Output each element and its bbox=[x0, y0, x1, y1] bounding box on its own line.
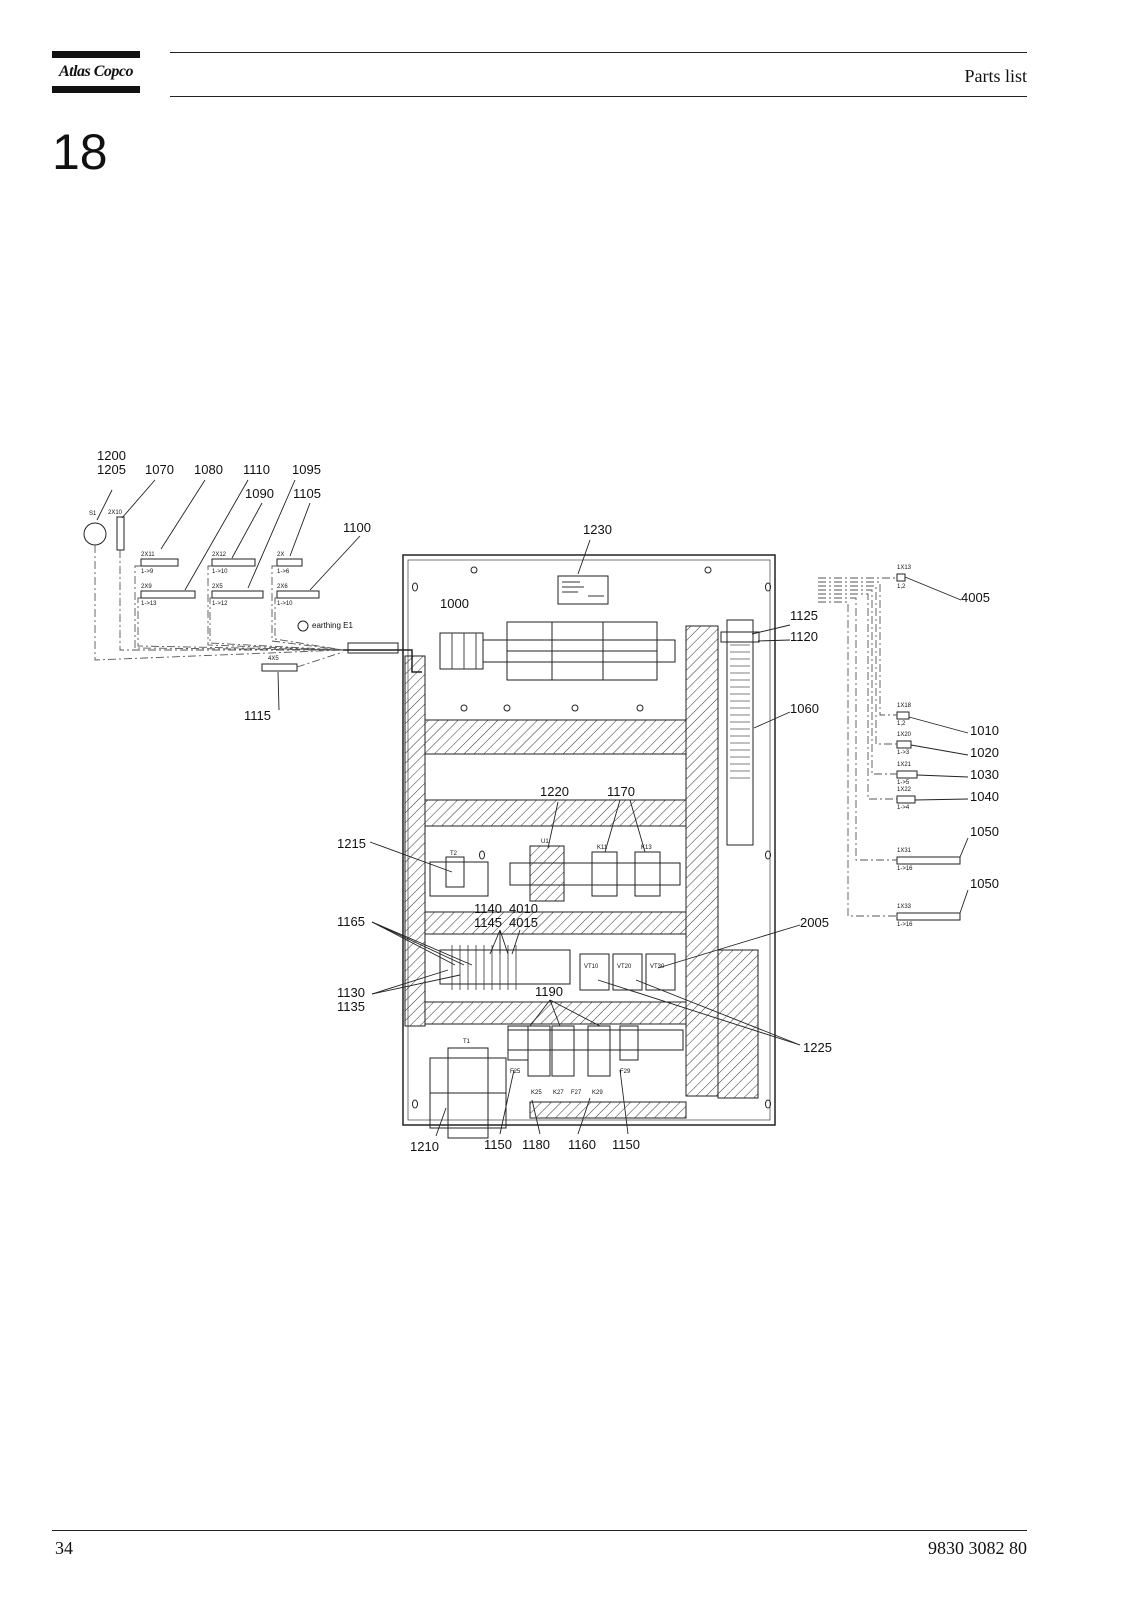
electrical-cabinet-diagram: 1200 1205 1070 1080 1110 1095 1090 1105 … bbox=[80, 445, 1020, 1165]
callout-1140: 1140 bbox=[474, 901, 502, 916]
callout-1060: 1060 bbox=[790, 701, 819, 716]
label-1x31: 1X31 bbox=[897, 848, 912, 854]
chapter-number: 18 bbox=[52, 124, 108, 180]
label-1x13-range: 1,2 bbox=[897, 584, 906, 590]
callout-1050-bottom: 1050 bbox=[970, 876, 999, 891]
callout-1125: 1125 bbox=[790, 608, 818, 623]
label-2x11: 2X11 bbox=[141, 552, 155, 558]
label-2x6: 2X6 bbox=[277, 584, 288, 590]
label-f25: F25 bbox=[510, 1069, 521, 1075]
label-1x21: 1X21 bbox=[897, 762, 912, 768]
callout-1040: 1040 bbox=[970, 789, 999, 804]
label-2x11-range: 1->9 bbox=[141, 569, 154, 575]
callout-1000: 1000 bbox=[440, 596, 469, 611]
label-1x20: 1X20 bbox=[897, 732, 912, 738]
label-2x10: 2X10 bbox=[108, 510, 123, 516]
label-2x5-range: 1->12 bbox=[212, 601, 228, 607]
label-1x18-range: 1,2 bbox=[897, 721, 906, 727]
label-vt30: VT30 bbox=[650, 964, 665, 970]
header-title: Parts list bbox=[964, 66, 1027, 86]
callout-1145: 1145 bbox=[474, 915, 502, 930]
label-4x5: 4X5 bbox=[268, 656, 279, 662]
callout-1190: 1190 bbox=[535, 984, 563, 999]
label-u1: U1 bbox=[541, 839, 549, 845]
label-k29: K29 bbox=[592, 1090, 603, 1096]
label-1x31-range: 1->16 bbox=[897, 866, 913, 872]
callout-1070: 1070 bbox=[145, 462, 174, 477]
label-f29: F29 bbox=[620, 1069, 631, 1075]
label-1x33: 1X33 bbox=[897, 904, 912, 910]
label-1x21-range: 1->5 bbox=[897, 780, 910, 786]
label-2x9: 2X9 bbox=[141, 584, 152, 590]
label-vt20: VT20 bbox=[617, 964, 632, 970]
label-2x9-range: 1->13 bbox=[141, 601, 157, 607]
callout-1210: 1210 bbox=[410, 1139, 439, 1154]
callout-4005: 4005 bbox=[961, 590, 990, 605]
callout-1105: 1105 bbox=[293, 486, 321, 501]
label-1x20-range: 1->3 bbox=[897, 750, 910, 756]
callout-1225: 1225 bbox=[803, 1040, 832, 1055]
label-t2: T2 bbox=[450, 851, 458, 857]
label-s1: S1 bbox=[89, 511, 97, 517]
callout-1080: 1080 bbox=[194, 462, 223, 477]
label-1x22: 1X22 bbox=[897, 787, 912, 793]
label-vt10: VT10 bbox=[584, 964, 599, 970]
label-1x22-range: 1->4 bbox=[897, 805, 910, 811]
label-1x18: 1X18 bbox=[897, 703, 912, 709]
document-number: 9830 3082 80 bbox=[928, 1538, 1027, 1558]
callout-1030: 1030 bbox=[970, 767, 999, 782]
label-2x12-range: 1->10 bbox=[212, 569, 228, 575]
callout-1135: 1135 bbox=[337, 999, 365, 1014]
callout-4010: 4010 bbox=[509, 901, 538, 916]
callout-2005: 2005 bbox=[800, 915, 829, 930]
label-2x12: 2X12 bbox=[212, 552, 227, 558]
footer-rule bbox=[52, 1530, 1027, 1531]
callout-1095: 1095 bbox=[292, 462, 321, 477]
label-1x33-range: 1->16 bbox=[897, 922, 913, 928]
page-number: 34 bbox=[55, 1538, 73, 1558]
callout-1090: 1090 bbox=[245, 486, 274, 501]
callout-1215: 1215 bbox=[337, 836, 366, 851]
callout-1160: 1160 bbox=[568, 1137, 596, 1152]
logo-wordmark: Atlas Copco bbox=[58, 63, 134, 80]
callout-1100: 1100 bbox=[343, 520, 371, 535]
callout-1165: 1165 bbox=[337, 914, 365, 929]
callout-1205: 1205 bbox=[97, 462, 126, 477]
label-k11: K11 bbox=[597, 845, 608, 851]
label-1x13: 1X13 bbox=[897, 565, 912, 571]
callout-1150-left: 1150 bbox=[484, 1137, 512, 1152]
callout-1170: 1170 bbox=[607, 784, 635, 799]
logo-bar-bottom bbox=[52, 86, 140, 93]
label-t1: T1 bbox=[463, 1039, 471, 1045]
callout-1220: 1220 bbox=[540, 784, 569, 799]
callout-1230: 1230 bbox=[583, 522, 612, 537]
callout-1150-right: 1150 bbox=[612, 1137, 640, 1152]
label-earthing-e1: earthing E1 bbox=[312, 621, 353, 630]
callout-1200: 1200 bbox=[97, 448, 126, 463]
callout-1020: 1020 bbox=[970, 745, 999, 760]
callout-1010: 1010 bbox=[970, 723, 999, 738]
callout-1120: 1120 bbox=[790, 629, 818, 644]
label-2x6-range: 1->10 bbox=[277, 601, 293, 607]
callout-1050-top: 1050 bbox=[970, 824, 999, 839]
label-k25: K25 bbox=[531, 1090, 542, 1096]
callout-1180: 1180 bbox=[522, 1137, 550, 1152]
callout-1115: 1115 bbox=[244, 708, 271, 723]
callout-1130: 1130 bbox=[337, 985, 365, 1000]
label-2x5: 2X5 bbox=[212, 584, 223, 590]
label-2x: 2X bbox=[277, 552, 284, 558]
label-2x-range: 1->6 bbox=[277, 569, 290, 575]
label-k27: K27 bbox=[553, 1090, 564, 1096]
logo-bar-top bbox=[52, 51, 140, 58]
callout-4015: 4015 bbox=[509, 915, 538, 930]
label-f27: F27 bbox=[571, 1090, 582, 1096]
callout-1110: 1110 bbox=[243, 462, 270, 477]
brand-logo: Atlas Copco bbox=[52, 51, 140, 93]
header-rule-bottom bbox=[170, 96, 1027, 97]
header-rule-top bbox=[170, 52, 1027, 53]
label-k13: K13 bbox=[641, 845, 652, 851]
